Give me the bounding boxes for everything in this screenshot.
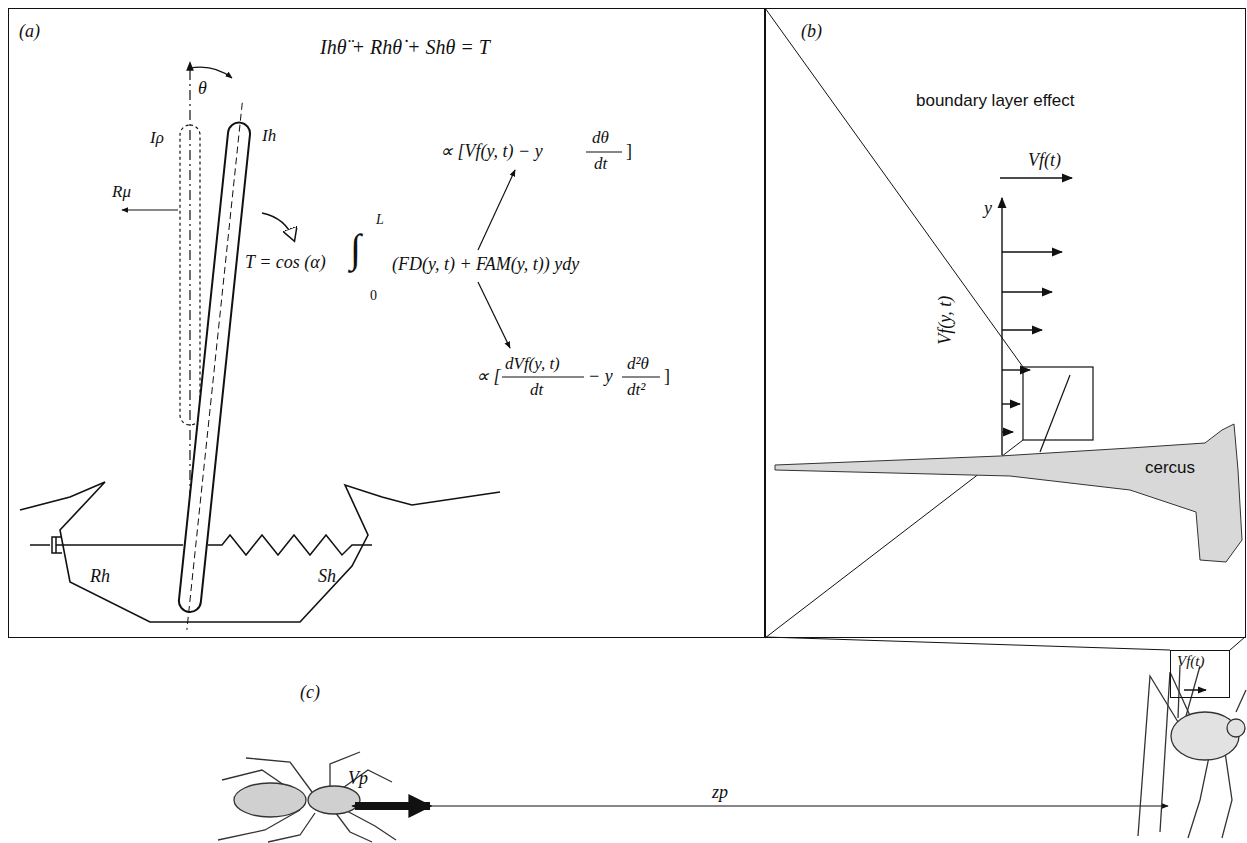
equation: Ihθ̈ + Rhθ̇ + Shθ = T xyxy=(320,36,490,59)
sensory-hair xyxy=(176,102,253,631)
panel-heading: (c) xyxy=(300,682,320,703)
zoom-line xyxy=(766,637,1170,650)
inertia-label: Ih xyxy=(262,126,276,146)
equation: ∝ [ xyxy=(476,366,501,387)
panel-b: (b) boundary layer effect xyxy=(765,8,1246,638)
fraction: d²θ xyxy=(627,354,649,374)
zoom-box: Vf(t) xyxy=(1170,650,1230,698)
friction-label: Rμ xyxy=(112,182,131,202)
limit: L xyxy=(376,212,384,228)
equation: (FD(y, t) + FAM(y, t)) ydy xyxy=(392,254,579,275)
angle-label: θ xyxy=(198,78,207,99)
stiffness-label: Sh xyxy=(318,566,336,587)
bracket: ] xyxy=(664,366,670,387)
rotation-arrow xyxy=(262,213,294,240)
fraction: dt xyxy=(594,154,607,174)
boundary-layer xyxy=(1000,178,1072,455)
integral-sign: ∫ xyxy=(350,226,361,272)
axis-label: y xyxy=(984,198,992,219)
spider xyxy=(218,752,396,842)
panel-heading: Vf(t) xyxy=(1177,653,1205,670)
equation: T = cos (α) xyxy=(245,252,326,273)
velocity-label: Vp xyxy=(348,768,368,789)
zoom-box xyxy=(1023,367,1093,440)
panel-heading: (b) xyxy=(801,21,822,42)
cercus xyxy=(775,424,1242,562)
cercal-hair xyxy=(1040,375,1070,452)
equation: ∝ [Vf(y, t) − y xyxy=(440,141,543,162)
limit: 0 xyxy=(370,288,377,304)
equation: − y xyxy=(588,366,613,387)
panel-note: boundary layer effect xyxy=(916,91,1074,111)
hair-socket xyxy=(20,482,500,622)
bracket: ] xyxy=(626,141,632,162)
fraction: dθ xyxy=(592,128,609,148)
zoom-line xyxy=(1230,637,1245,650)
velocity-label: Vf(y, t) xyxy=(935,294,956,347)
panel-a: (a) xyxy=(8,8,765,638)
part-name: cercus xyxy=(1145,458,1195,478)
fraction: dVf(y, t) xyxy=(505,354,560,374)
fraction: dt² xyxy=(627,380,645,400)
fraction: dt xyxy=(530,380,543,400)
zoom-connector xyxy=(766,637,1245,650)
inertia-label: Iρ xyxy=(150,128,164,148)
distance-label: zp xyxy=(712,782,728,803)
panel-heading: (a) xyxy=(19,21,40,42)
approach-arrows xyxy=(352,806,1168,807)
velocity-label: Vf(t) xyxy=(1028,150,1061,171)
damping-label: Rh xyxy=(90,566,110,587)
